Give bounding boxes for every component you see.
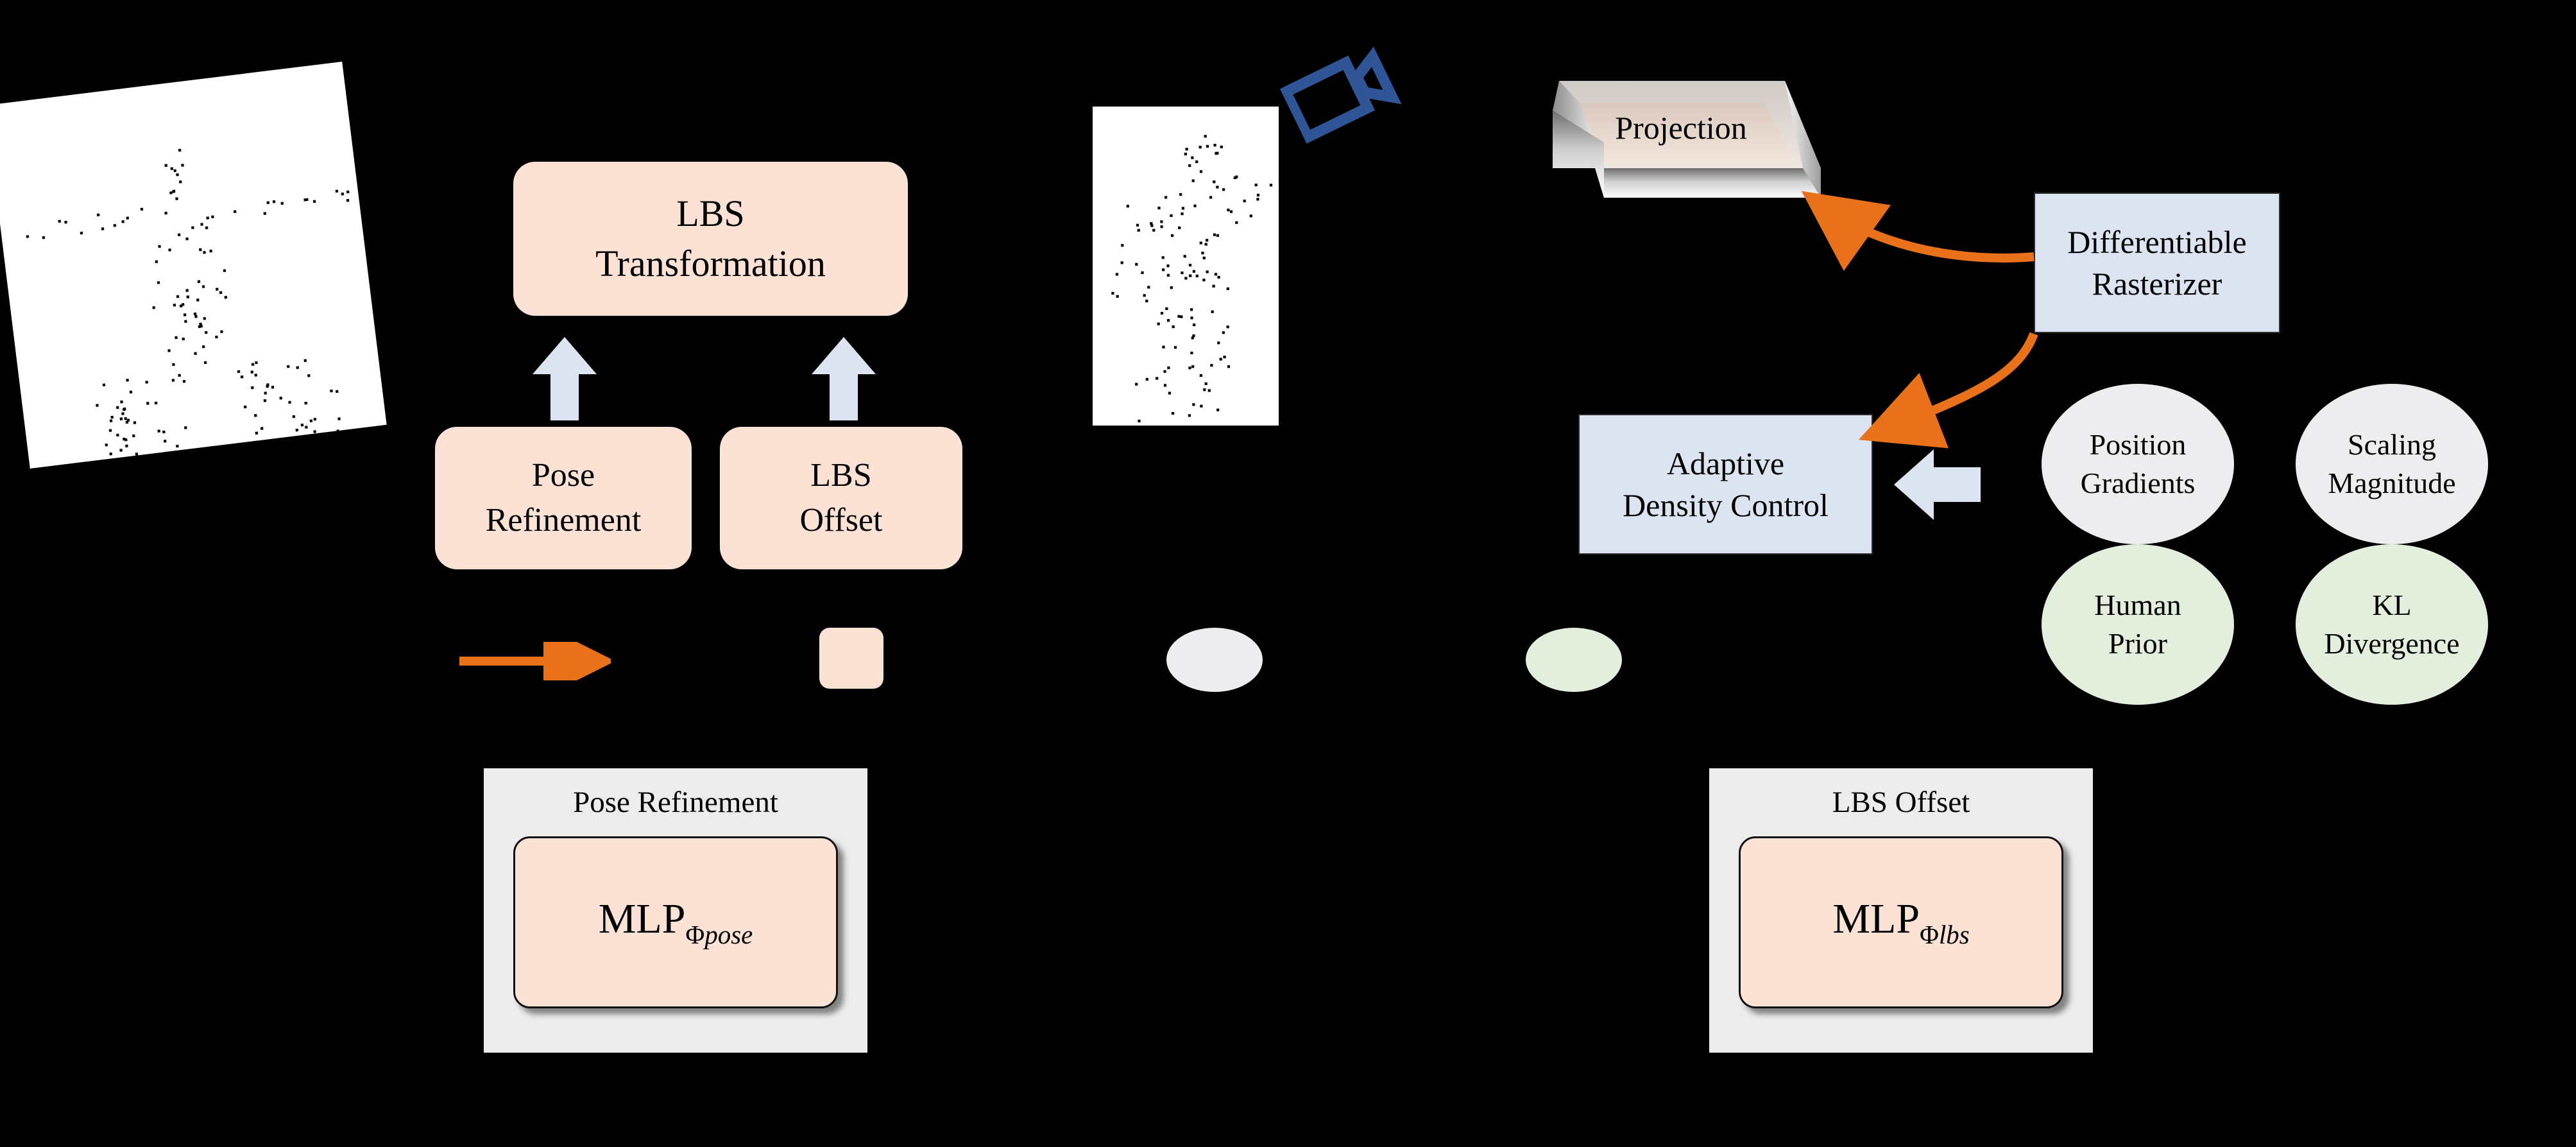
panel-pose-refinement-title: Pose Refinement (573, 786, 778, 819)
node-lbs-transformation[interactable]: LBS Transformation (513, 162, 908, 316)
scaling-magnitude-line1: Scaling (2348, 428, 2436, 461)
panel-lbs-offset-title: LBS Offset (1832, 786, 1970, 819)
ellipse-position-gradients[interactable]: Position Gradients (2042, 384, 2234, 544)
mlp-pose-base: MLP (598, 895, 686, 942)
kl-divergence-line2: Divergence (2324, 627, 2460, 660)
node-differentiable-rasterizer[interactable]: Differentiable Rasterizer (2034, 193, 2280, 333)
mlp-lbs-formula: MLPΦlbs (1832, 895, 1969, 950)
point-cloud-t-pose (0, 62, 387, 469)
adaptive-density-control-line1: Adaptive (1666, 445, 1785, 481)
left-arrow-icon-criteria (1894, 449, 1981, 520)
ellipse-scaling-magnitude[interactable]: Scaling Magnitude (2296, 384, 2488, 544)
mlp-pose-subscript: pose (704, 920, 753, 950)
pose-refinement-line1: Pose (531, 456, 595, 494)
pose-refinement-line2: Refinement (485, 502, 642, 539)
curved-arrow-icon-to-density (1858, 332, 2038, 449)
node-pose-refinement[interactable]: Pose Refinement (435, 427, 692, 569)
mlp-lbs-base: MLP (1832, 895, 1920, 942)
curved-arrow-icon-to-projection (1801, 191, 2034, 272)
ellipse-kl-divergence[interactable]: KL Divergence (2296, 544, 2488, 705)
panel-pose-refinement: Pose Refinement MLPΦpose (484, 768, 867, 1053)
lbs-transformation-line1: LBS (676, 192, 745, 234)
kl-divergence-line1: KL (2372, 589, 2412, 622)
legend-peach-rect (819, 628, 883, 689)
posed-points (1111, 135, 1273, 422)
mlp-pose-box[interactable]: MLPΦpose (513, 836, 838, 1008)
legend-grey-ellipse (1166, 628, 1263, 692)
scaling-magnitude-line2: Magnitude (2328, 467, 2456, 499)
legend-orange-arrow (459, 642, 611, 680)
mlp-lbs-phi: Φ (1920, 920, 1939, 950)
differentiable-rasterizer-line1: Differentiable (2067, 223, 2247, 260)
ellipse-human-prior[interactable]: Human Prior (2042, 544, 2234, 705)
adaptive-density-control-line2: Density Control (1623, 487, 1829, 523)
differentiable-rasterizer-line2: Rasterizer (2092, 265, 2222, 302)
up-arrow-icon-lbs (812, 337, 876, 420)
node-projection[interactable]: Projection (1533, 72, 1829, 213)
node-lbs-offset[interactable]: LBS Offset (720, 427, 962, 569)
position-gradients-line1: Position (2089, 428, 2187, 461)
camera-icon (1278, 40, 1407, 160)
human-prior-line2: Prior (2108, 627, 2167, 660)
projection-label: Projection (1615, 110, 1747, 146)
t-pose-points (26, 148, 350, 456)
lbs-offset-line1: LBS (810, 456, 872, 494)
panel-lbs-offset: LBS Offset MLPΦlbs (1709, 768, 2093, 1053)
human-prior-line1: Human (2094, 589, 2181, 622)
up-arrow-icon-pose (533, 337, 597, 420)
position-gradients-line2: Gradients (2080, 467, 2196, 499)
mlp-pose-formula: MLPΦpose (599, 895, 753, 950)
lbs-transformation-line2: Transformation (595, 243, 826, 284)
mlp-lbs-subscript: lbs (1938, 920, 1970, 950)
node-adaptive-density-control[interactable]: Adaptive Density Control (1578, 414, 1873, 555)
mlp-pose-phi: Φ (685, 920, 705, 950)
legend-green-ellipse (1526, 628, 1622, 692)
mlp-lbs-box[interactable]: MLPΦlbs (1739, 836, 2063, 1008)
lbs-offset-line2: Offset (799, 502, 883, 539)
point-cloud-posed (1093, 107, 1279, 426)
